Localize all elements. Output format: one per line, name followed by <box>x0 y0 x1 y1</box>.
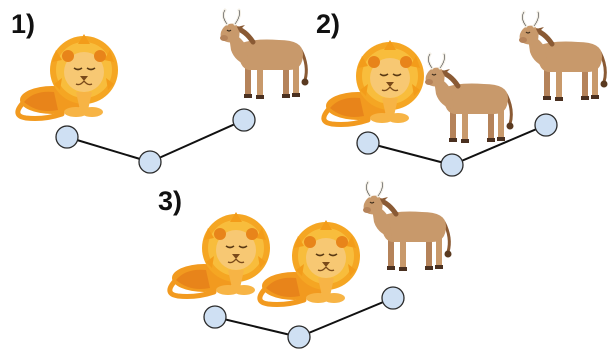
node-right <box>534 113 558 137</box>
lion-icon <box>18 34 118 119</box>
bull-icon <box>363 182 452 271</box>
lion-icon <box>324 40 424 125</box>
edge <box>214 316 300 338</box>
node-right <box>232 108 256 132</box>
puzzle-1 <box>18 10 309 174</box>
edge <box>66 136 151 163</box>
node-bottom <box>138 150 162 174</box>
puzzle-3 <box>170 182 452 349</box>
lion-icon <box>170 212 270 297</box>
node-bottom <box>287 325 311 349</box>
node-left <box>55 125 79 149</box>
puzzle-3-label: 3) <box>158 186 183 216</box>
node-right <box>381 286 405 310</box>
bull-icon <box>519 12 608 101</box>
puzzle-2 <box>324 12 608 177</box>
puzzle-2-label: 2) <box>316 9 341 39</box>
bull-icon <box>425 54 514 143</box>
edge <box>298 297 394 338</box>
node-bottom <box>440 153 464 177</box>
node-left <box>356 131 380 155</box>
edge <box>367 142 453 166</box>
bull-icon <box>220 10 309 99</box>
edge <box>451 124 547 166</box>
edge <box>149 119 245 163</box>
puzzle-1-label: 1) <box>11 9 36 39</box>
lion-icon <box>260 220 360 305</box>
node-left <box>203 305 227 329</box>
